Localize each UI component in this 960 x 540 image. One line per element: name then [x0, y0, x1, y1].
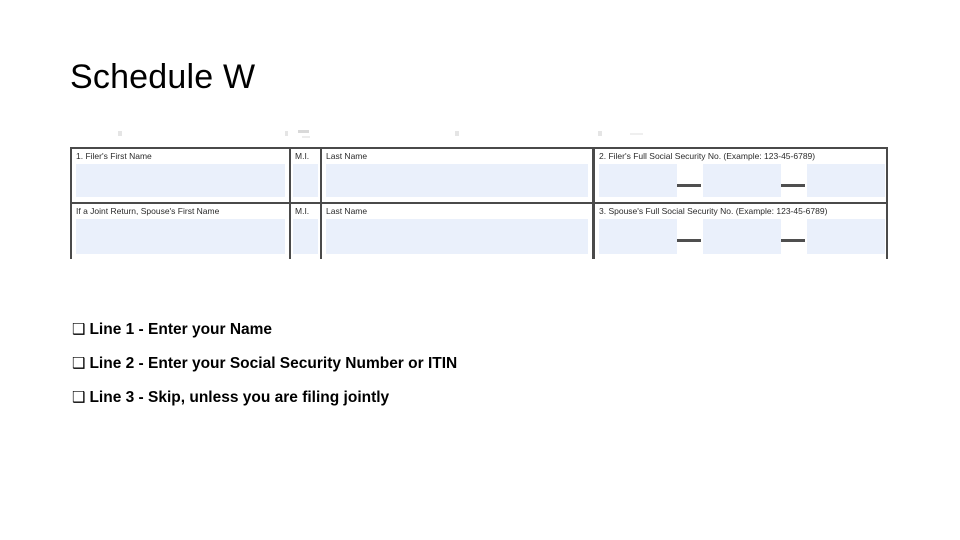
checkbox-square-icon: ❑ [72, 354, 86, 372]
filer-ssn-part3-input[interactable] [807, 164, 885, 197]
spouse-first-name-label: If a Joint Return, Spouse's First Name [76, 206, 220, 216]
filer-last-name-label: Last Name [326, 151, 368, 161]
instruction-line-1: Line 1 - Enter your Name [89, 321, 273, 338]
cropped-form-line-above [70, 128, 890, 147]
ssn-dash-separator [677, 184, 701, 187]
ghost-mark [118, 131, 122, 136]
filer-ssn-label: 2. Filer's Full Social Security No. (Exa… [599, 151, 816, 161]
spouse-last-name-input[interactable] [326, 219, 588, 254]
spouse-last-name-label: Last Name [326, 206, 368, 216]
list-item: ❑ Line 1 - Enter your Name [72, 320, 772, 339]
filer-last-name-input[interactable] [326, 164, 588, 197]
taxpayer-identification-table: 1. Filer's First Name M.I. Last Name 2. … [70, 147, 888, 259]
schedule-w-form-image: 1. Filer's First Name M.I. Last Name 2. … [70, 128, 890, 262]
cell-spouse-middle-initial[interactable]: M.I. [289, 204, 320, 259]
table-row-filer: 1. Filer's First Name M.I. Last Name 2. … [72, 149, 886, 204]
instruction-line-2: Line 2 - Enter your Social Security Numb… [89, 355, 458, 372]
checkbox-square-icon: ❑ [72, 320, 86, 338]
spouse-mi-input[interactable] [293, 219, 318, 254]
instruction-line-3: Line 3 - Skip, unless you are filing joi… [89, 389, 390, 406]
ssn-dash-separator [781, 184, 805, 187]
filer-mi-input[interactable] [293, 164, 318, 197]
cell-filer-ssn[interactable]: 2. Filer's Full Social Security No. (Exa… [592, 149, 886, 202]
ghost-mark [455, 131, 459, 136]
ghost-mark [598, 131, 602, 136]
spouse-ssn-part1-input[interactable] [599, 219, 677, 254]
page-title: Schedule W [70, 58, 256, 96]
instruction-list: ❑ Line 1 - Enter your Name ❑ Line 2 - En… [72, 320, 772, 422]
ssn-dash-separator [677, 239, 701, 242]
filer-mi-label: M.I. [295, 151, 310, 161]
filer-ssn-part1-input[interactable] [599, 164, 677, 197]
filer-first-name-input[interactable] [76, 164, 285, 197]
ghost-mark [298, 130, 309, 133]
ghost-mark [630, 133, 643, 135]
cell-spouse-ssn[interactable]: 3. Spouse's Full Social Security No. (Ex… [592, 204, 886, 259]
list-item: ❑ Line 3 - Skip, unless you are filing j… [72, 388, 772, 407]
spouse-ssn-field-group[interactable] [599, 219, 885, 254]
cell-filer-middle-initial[interactable]: M.I. [289, 149, 320, 202]
checkbox-square-icon: ❑ [72, 388, 86, 406]
ghost-mark [285, 131, 288, 136]
filer-ssn-field-group[interactable] [599, 164, 885, 197]
cell-filer-first-name[interactable]: 1. Filer's First Name [72, 149, 289, 202]
table-row-spouse: If a Joint Return, Spouse's First Name M… [72, 204, 886, 259]
filer-first-name-label: 1. Filer's First Name [76, 151, 152, 161]
spouse-ssn-label: 3. Spouse's Full Social Security No. (Ex… [599, 206, 828, 216]
ssn-dash-separator [781, 239, 805, 242]
spouse-mi-label: M.I. [295, 206, 310, 216]
ghost-mark [302, 136, 310, 138]
cell-filer-last-name[interactable]: Last Name [320, 149, 592, 202]
spouse-ssn-part2-input[interactable] [703, 219, 781, 254]
spouse-ssn-part3-input[interactable] [807, 219, 885, 254]
cell-spouse-last-name[interactable]: Last Name [320, 204, 592, 259]
list-item: ❑ Line 2 - Enter your Social Security Nu… [72, 354, 772, 373]
cell-spouse-first-name[interactable]: If a Joint Return, Spouse's First Name [72, 204, 289, 259]
spouse-first-name-input[interactable] [76, 219, 285, 254]
filer-ssn-part2-input[interactable] [703, 164, 781, 197]
